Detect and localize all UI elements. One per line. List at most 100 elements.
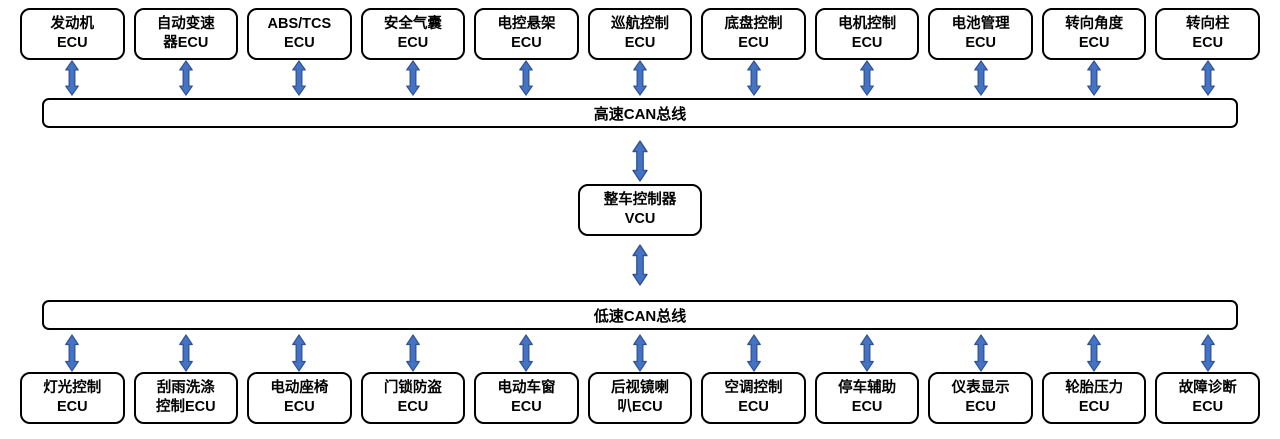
ecu-box-label: ECU (624, 35, 656, 51)
ecu-box-label: 电动车窗 (497, 380, 556, 397)
ecu-box: 巡航控制 ECU (587, 8, 693, 60)
ecu-box-label: ECU (397, 35, 429, 51)
ecu-column: 后视镜喇叭ECU (587, 330, 693, 424)
ecu-box-label: 叭ECU (617, 399, 663, 415)
ecu-box-label: 转向柱 (1185, 16, 1230, 33)
ecu-box-label: 巡航控制 (611, 16, 669, 33)
ecu-box-label: 刮雨洗涤 (156, 380, 215, 397)
ecu-box-label: ABS/TCS (267, 16, 332, 33)
ecu-box-label: ECU (284, 399, 315, 415)
double-arrow-icon (178, 60, 193, 96)
double-arrow-icon (406, 334, 420, 372)
ecu-column: 仪表显示 ECU (928, 330, 1033, 424)
ecu-box-label: ECU (851, 399, 883, 415)
double-arrow-icon (860, 60, 874, 96)
double-arrow-icon (292, 334, 307, 372)
ecu-box-label: 后视镜喇 (611, 380, 669, 397)
ecu-box: 电动座椅 ECU (247, 372, 352, 424)
double-arrow-icon (633, 60, 647, 96)
ecu-box: 转向柱 ECU (1155, 8, 1261, 60)
ecu-box-label: ECU (56, 35, 88, 51)
ecu-box: 轮胎压力 ECU (1041, 372, 1147, 424)
ecu-column: 巡航控制 ECU (587, 8, 693, 96)
ecu-column: 转向角度 ECU (1041, 8, 1147, 96)
ecu-column: 电机控制 ECU (814, 8, 920, 96)
ecu-box-label: 电动座椅 (270, 380, 329, 397)
ecu-box-label: 底盘控制 (724, 16, 783, 33)
ecu-column: 发动机 ECU (20, 8, 125, 96)
ecu-column: 空调控制 ECU (701, 330, 806, 424)
double-arrow-icon (973, 334, 988, 372)
ecu-box-label: ECU (851, 35, 883, 51)
ecu-box: ABS/TCS ECU (247, 8, 352, 60)
ecu-column: 电动车窗 ECU (474, 330, 579, 424)
ecu-box: 发动机 ECU (20, 8, 125, 60)
ecu-column: 刮雨洗涤控制ECU (133, 330, 239, 424)
ecu-box-label: 发动机 (50, 16, 95, 33)
double-arrow-icon (519, 334, 534, 372)
high-speed-can-bus: 高速CAN总线 (42, 98, 1238, 128)
double-arrow-icon (746, 60, 761, 96)
ecu-box-label: 安全气囊 (383, 16, 442, 33)
ecu-box-label: ECU (1078, 35, 1110, 51)
ecu-box-label: 电池管理 (951, 16, 1010, 33)
ecu-column: 底盘控制 ECU (701, 8, 806, 96)
ecu-box-label: ECU (1192, 35, 1224, 51)
double-arrow-icon (65, 334, 80, 372)
double-arrow-icon (632, 140, 648, 182)
ecu-column: 轮胎压力 ECU (1041, 330, 1147, 424)
ecu-box-label: ECU (1078, 399, 1110, 415)
ecu-box-label: ECU (738, 399, 769, 415)
ecu-box-label: 轮胎压力 (1065, 380, 1124, 397)
ecu-box-label: 电机控制 (838, 16, 897, 33)
ecu-box-label: ECU (965, 399, 996, 415)
double-arrow-icon (746, 334, 761, 372)
double-arrow-icon (632, 244, 648, 286)
ecu-box: 仪表显示 ECU (928, 372, 1033, 424)
ecu-box: 底盘控制 ECU (701, 8, 806, 60)
ecu-box-label: ECU (738, 35, 769, 51)
ecu-box-label: ECU (284, 35, 315, 51)
ecu-box-label: 仪表显示 (951, 380, 1010, 397)
double-arrow-icon (1200, 334, 1215, 372)
ecu-box-label: 电控悬架 (497, 16, 556, 33)
double-arrow-icon (1200, 60, 1215, 96)
double-arrow-icon (973, 60, 988, 96)
ecu-box-label: 控制ECU (156, 399, 216, 415)
ecu-box-label: 转向角度 (1065, 16, 1124, 33)
ecu-column: 自动变速器ECU (133, 8, 239, 96)
ecu-box: 自动变速器ECU (133, 8, 239, 60)
double-arrow-icon (1087, 334, 1102, 372)
ecu-box-label: 灯光控制 (43, 380, 102, 397)
ecu-box: 转向角度 ECU (1041, 8, 1147, 60)
ecu-box: 电动车窗 ECU (474, 372, 579, 424)
ecu-box-label: ECU (511, 399, 542, 415)
ecu-box: 空调控制 ECU (701, 372, 806, 424)
ecu-box-label: ECU (1192, 399, 1224, 415)
double-arrow-icon (292, 60, 307, 96)
double-arrow-icon (519, 60, 534, 96)
ecu-box-label: ECU (965, 35, 996, 51)
double-arrow-icon (633, 334, 647, 372)
low-speed-can-bus: 低速CAN总线 (42, 300, 1238, 330)
vcu-box-label: 整车控制器 (603, 192, 677, 209)
ecu-box-label: ECU (397, 399, 429, 415)
ecu-column: ABS/TCS ECU (247, 8, 352, 96)
ecu-box-label: 自动变速 (156, 16, 215, 33)
ecu-box: 安全气囊 ECU (360, 8, 466, 60)
ecu-column: 安全气囊 ECU (360, 8, 466, 96)
ecu-box-label: 空调控制 (724, 380, 783, 397)
